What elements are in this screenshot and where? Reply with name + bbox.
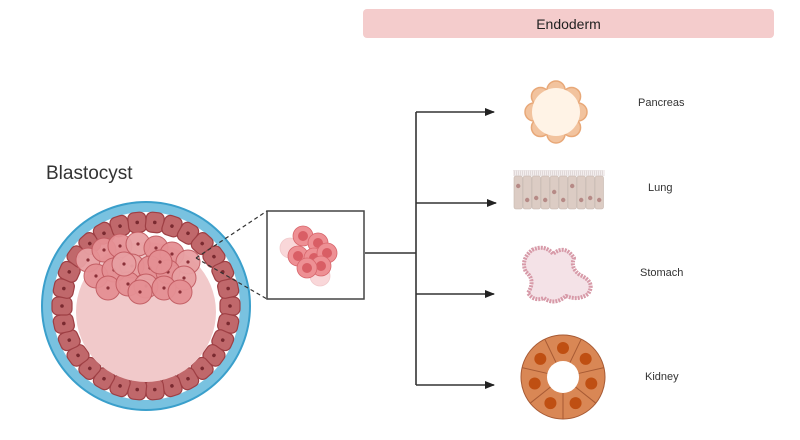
kidney-lumen	[547, 361, 579, 393]
trophoblast-cell	[211, 329, 235, 352]
trophoblast-cell	[52, 278, 75, 299]
trophoblast-cell	[161, 214, 183, 238]
kidney-icon	[520, 334, 606, 420]
trophoblast-cell	[51, 296, 73, 316]
trophoblast-ring	[51, 211, 241, 401]
trophoblast-cell	[109, 374, 131, 398]
lung-label: Lung	[648, 182, 673, 194]
icm-cell	[167, 279, 193, 305]
kidney-nucleus	[534, 352, 547, 365]
lung-cell	[513, 175, 523, 210]
lung-cell	[585, 175, 595, 210]
cilia-layer	[513, 170, 605, 176]
endoderm-banner: Endoderm	[363, 9, 774, 38]
blastocyst-illustration	[41, 201, 251, 411]
kidney-nucleus	[579, 352, 592, 365]
kidney-nucleus	[569, 397, 582, 410]
lung-cell	[567, 175, 577, 210]
stomach-icon	[522, 245, 593, 304]
lung-cell	[540, 175, 550, 210]
kidney-nucleus	[528, 377, 541, 390]
icm-cell	[111, 251, 137, 277]
inner-cell-mass	[75, 231, 201, 305]
blastocyst-label: Blastocyst	[46, 163, 133, 184]
lung-cell	[531, 175, 541, 210]
trophoblast-cell	[57, 260, 81, 283]
icm-cell	[147, 249, 173, 275]
lung-cell	[576, 175, 586, 210]
trophoblast-cell	[52, 313, 75, 334]
pancreas-lumen	[532, 88, 580, 136]
lung-icon	[513, 169, 605, 210]
lung-cell	[594, 175, 604, 210]
icm-cell	[127, 279, 153, 305]
trophoblast-cell	[217, 278, 240, 299]
lung-cell	[522, 175, 532, 210]
kidney-nucleus	[544, 397, 557, 410]
trophoblast-cell	[127, 211, 148, 234]
trophoblast-cell	[219, 296, 241, 316]
kidney-nucleus	[585, 377, 598, 390]
icm-cluster-icon	[279, 225, 338, 287]
pancreas-icon	[524, 80, 588, 144]
endoderm-label: Endoderm	[536, 15, 601, 32]
stomach-shape	[522, 245, 593, 304]
branch-connector	[365, 108, 497, 389]
kidney-nucleus	[557, 342, 569, 354]
icm-cluster-cell	[296, 257, 318, 279]
kidney-label: Kidney	[645, 371, 679, 383]
pancreas-label: Pancreas	[638, 97, 685, 109]
stomach-label: Stomach	[640, 267, 684, 279]
zoom-line-top	[195, 210, 268, 259]
lung-cell	[558, 175, 568, 210]
